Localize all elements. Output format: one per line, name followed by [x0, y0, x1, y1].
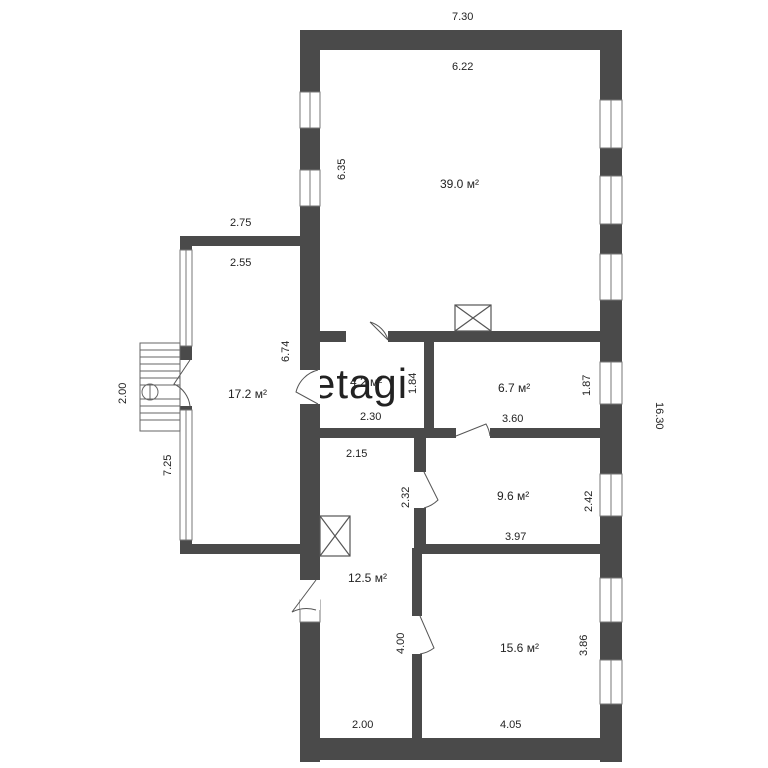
dim-left-outer-width: 2.75: [230, 217, 251, 229]
dim-main-width: 6.22: [452, 61, 473, 73]
dim-porch-width: 2.00: [117, 383, 129, 404]
area-r156: 15.6 м²: [500, 641, 539, 655]
area-r96: 9.6 м²: [497, 489, 529, 503]
door-porch: [180, 360, 192, 406]
outer-wall-top: [300, 30, 622, 50]
door-small-room: [346, 331, 388, 342]
vent-shafts: [319, 304, 492, 557]
dim-hall-bottom: 2.00: [352, 719, 373, 731]
windows: [179, 91, 623, 705]
dim-r96-width: 3.97: [505, 531, 526, 543]
watermark: etagi: [312, 360, 408, 407]
dim-small-width: 2.30: [360, 411, 381, 423]
dim-r156-height: 3.86: [578, 635, 590, 656]
dim-hall-upper-height: 2.32: [400, 487, 412, 508]
dim-left-width: 2.55: [230, 257, 251, 269]
door-r156-room: [412, 616, 422, 654]
door-mid-right-room: [456, 428, 490, 438]
porch-steps: [139, 342, 181, 432]
area-main: 39.0 м²: [440, 177, 479, 191]
door-entrance: [300, 580, 320, 610]
area-small: 4.2 м²: [350, 375, 382, 389]
dim-mid-right-width: 3.60: [502, 413, 523, 425]
labels: 7.30 6.22 6.35 39.0 м² 2.75 2.55 6.74 17…: [117, 11, 665, 731]
left-room-wall-bottom: [180, 544, 320, 554]
dim-small-height: 1.84: [407, 373, 419, 394]
dim-outer-height: 16.30: [653, 402, 665, 430]
door-left-room: [300, 370, 320, 404]
dim-left-height: 6.74: [280, 341, 292, 362]
door-r96-room: [414, 472, 426, 508]
doors: [173, 321, 491, 655]
dim-outer-width: 7.30: [452, 11, 473, 23]
wall-h-332: [300, 331, 620, 342]
area-mid-right: 6.7 м²: [498, 381, 530, 395]
left-room-wall-top: [180, 236, 320, 246]
dim-r156-width: 4.05: [500, 719, 521, 731]
dim-hall-lower-height: 4.00: [395, 633, 407, 654]
dim-main-height: 6.35: [336, 159, 348, 180]
area-hall: 12.5 м²: [348, 571, 387, 585]
dim-porch-height: 7.25: [162, 455, 174, 476]
wall-v-small-right: [424, 336, 434, 436]
wall-h-546: [414, 544, 614, 554]
dim-r96-height: 2.42: [583, 491, 595, 512]
dim-mid-right-height: 1.87: [581, 375, 593, 396]
dim-hall-top: 2.15: [346, 448, 367, 460]
area-left: 17.2 м²: [228, 387, 267, 401]
outer-wall-bottom: [300, 738, 622, 760]
